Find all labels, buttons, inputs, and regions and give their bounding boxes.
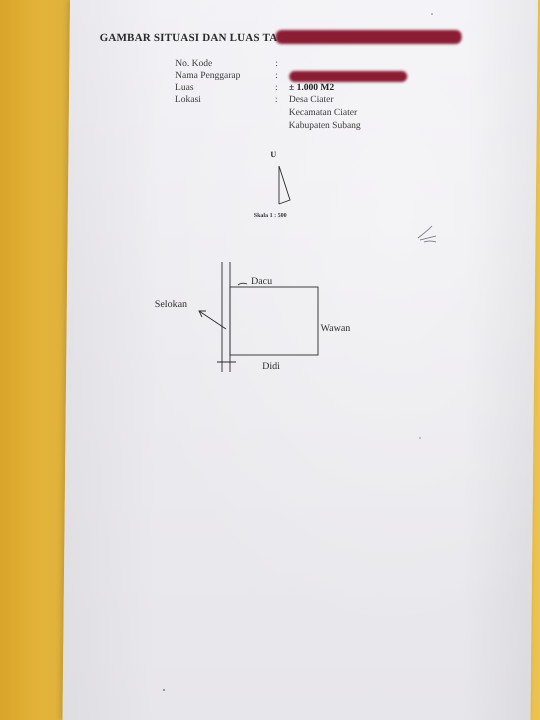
field-colon: : <box>274 95 278 105</box>
field-label: No. Kode <box>175 59 213 69</box>
field-value: Desa Ciater <box>288 95 334 105</box>
scale-label: Skala 1 : 500 <box>253 213 287 219</box>
field-label: Nama Penggarap <box>175 71 241 81</box>
document-page: GAMBAR SITUASI DAN LUAS TA No. Kode : Na… <box>62 0 539 720</box>
north-label: U <box>270 150 277 159</box>
field-row-kode: No. Kode : <box>69 59 537 71</box>
field-row-luas: Luas : ± 1.000 M2 <box>69 83 537 95</box>
label-right-neighbor: Wawan <box>320 323 351 334</box>
location-line: Kabupaten Subang <box>289 121 361 131</box>
field-colon: : <box>275 59 279 69</box>
label-left-feature: Selokan <box>154 299 188 310</box>
desk-surface-left <box>0 0 70 720</box>
location-kecamatan: Kecamatan Ciater <box>288 108 358 118</box>
redaction-name <box>289 71 408 82</box>
redaction-title <box>275 30 462 44</box>
location-line: Kecamatan Ciater <box>289 108 357 118</box>
field-row-lokasi: Lokasi : Desa Ciater <box>69 95 537 107</box>
location-kabupaten: Kabupaten Subang <box>288 121 361 131</box>
field-colon: : <box>275 83 278 93</box>
field-colon: : <box>275 71 278 81</box>
label-bottom-neighbor: Didi <box>262 361 281 372</box>
label-top-neighbor: Dacu <box>250 276 273 287</box>
document-title: GAMBAR SITUASI DAN LUAS TA <box>99 32 278 44</box>
field-label: Luas <box>175 83 194 93</box>
field-label: Lokasi <box>174 95 201 105</box>
field-value-area: ± 1.000 M2 <box>289 83 335 93</box>
